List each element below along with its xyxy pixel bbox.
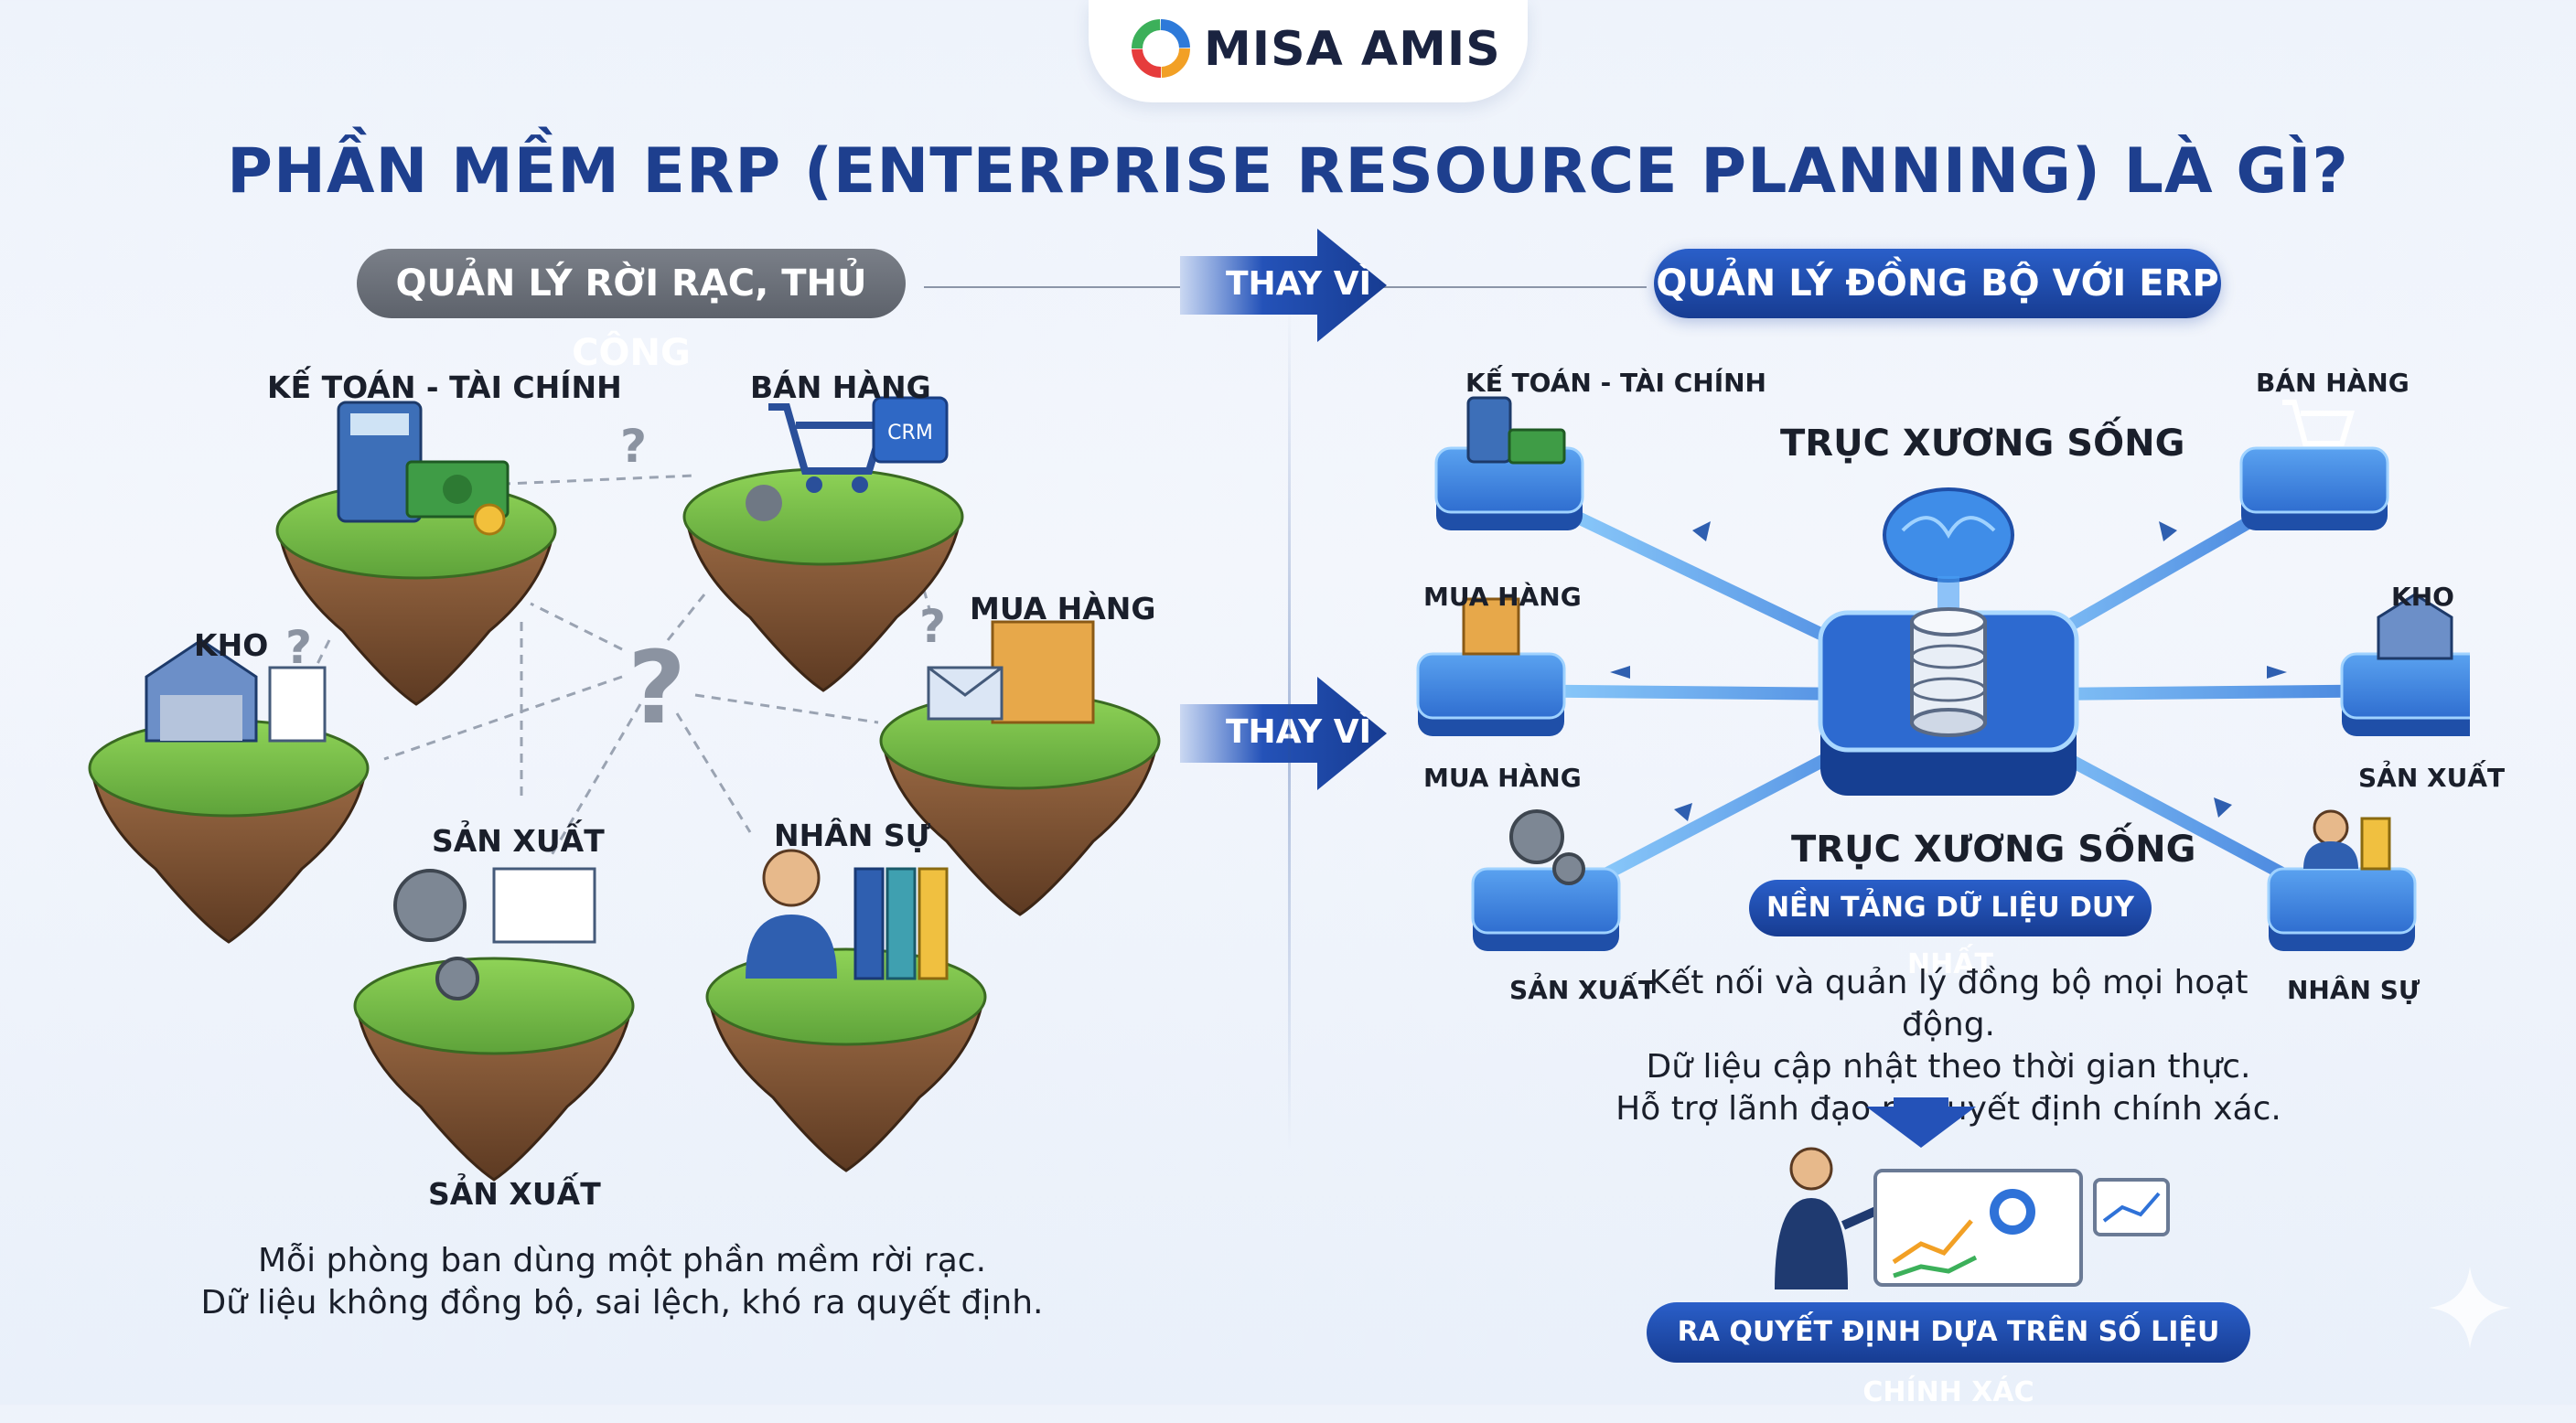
node-hr [2267,809,2417,953]
chart-card-icon [2093,1178,2170,1236]
dashboard-icon [1873,1169,2083,1287]
instead-label-mid: THAY VÌ [1226,713,1371,751]
node-production [1471,809,1621,953]
island-purchasing [879,620,1161,916]
right-label-accounting: KẾ TOÁN - TÀI CHÍNH [1465,368,1766,398]
decision-illustration [1775,1097,2170,1289]
island-hr [705,849,987,1172]
island-sales: CRM [682,396,964,692]
box-icon [1462,597,1520,656]
person-icon [762,849,821,907]
node-sales [2239,400,2389,532]
left-caption: Mỗi phòng ban dùng một phần mềm rời rạc.… [165,1240,1079,1324]
backbone-title-bottom: TRỤC XƯƠNG SỐNG [1791,829,2196,871]
island-accounting [275,401,557,706]
right-label-sales: BÁN HÀNG [2256,368,2410,398]
person-icon [2313,809,2349,846]
disconnected-islands-diagram: ? ? ? ? CRM [88,396,1161,1182]
crm-box [872,396,949,464]
calculator-icon [1466,396,1512,464]
whiteboard-icon [492,867,596,944]
down-arrow-icon [1866,1097,1976,1148]
node-accounting [1434,396,1584,532]
presenter-icon [1775,1147,1887,1289]
right-label-purchasing-top: MUA HÀNG [1423,582,1582,612]
left-caption-line1: Mỗi phòng ban dùng một phần mềm rời rạc. [257,1242,987,1279]
gear-icon [746,485,782,521]
left-label-production-bottom: SẢN XUẤT [428,1176,601,1212]
cart-icon [768,403,888,475]
page-title: PHẦN MỀM ERP (ENTERPRISE RESOURCE PLANNI… [227,135,2349,208]
instead-arrow-top [1180,229,1387,342]
dashed-links [291,474,935,861]
gear-large-icon [393,869,467,942]
question-mark-b: ? [285,621,312,674]
gear-icon [1509,809,1564,864]
right-label-warehouse: KHO [2391,582,2454,612]
coin-icon [473,503,506,536]
left-label-warehouse: KHO [194,627,269,663]
section-divider [1288,302,1291,1152]
single-data-platform-pill: NỀN TẢNG DỮ LIỆU DUY NHẤT [1749,880,2152,980]
backbone-title-top: TRỤC XƯƠNG SỐNG [1780,423,2185,465]
header-connector [924,286,1647,288]
brand-name: MISA AMIS [1204,22,1501,77]
node-purchasing [1416,597,1566,738]
left-caption-line2: Dữ liệu không đồng bộ, sai lệch, khó ra … [200,1284,1044,1321]
left-label-purchasing: MUA HÀNG [970,591,1156,626]
right-label-production-left: SẢN XUẤT [1509,975,1657,1005]
left-label-accounting: KẾ TOÁN - TÀI CHÍNH [267,369,622,405]
box-icon [991,620,1095,724]
right-desc-line2: Dữ liệu cập nhật theo thời gian thực. [1646,1048,2251,1086]
island-production [353,867,635,1182]
folder-icon [2360,817,2391,871]
question-mark-a: ? [620,420,647,473]
right-label-purchasing-bottom: MUA HÀNG [1423,763,1582,793]
decision-pill: RA QUYẾT ĐỊNH DỰA TRÊN SỐ LIỆU CHÍNH XÁC [1647,1302,2250,1408]
flow-arrows [1610,521,2287,821]
center-question-mark: ? [628,629,686,746]
left-label-sales: BÁN HÀNG [750,369,931,405]
crm-label: CRM [887,422,933,444]
right-desc-line1: Kết nối và quản lý đồng bộ mọi hoạt động… [1648,964,2249,1043]
island-warehouse [88,638,370,944]
right-header-pill: QUẢN LÝ ĐỒNG BỘ VỚI ERP [1654,249,2221,318]
instead-label-top: THAY VÌ [1226,265,1371,303]
instead-arrow-mid [1180,677,1387,790]
database-icon [1910,607,1987,737]
node-warehouse [2340,593,2470,738]
left-label-production-top: SẢN XUẤT [432,823,605,859]
checklist-icon [268,666,327,743]
money-icon [1508,428,1566,465]
logo-tab [1089,0,1528,102]
right-label-hr: NHÂN SỰ [2287,975,2420,1005]
sparkle-icon [2429,1267,2511,1349]
left-header-pill: QUẢN LÝ RỜI RẠC, THỦ CÔNG [357,249,906,374]
misa-logo-icon [1132,19,1190,78]
erp-hub-diagram [1416,396,2470,953]
binder-icon [853,867,885,980]
right-label-production-right: SẢN XUẤT [2358,763,2506,793]
cart-icon [2282,400,2356,446]
question-mark-c: ? [919,600,946,653]
warehouse-icon [2377,593,2453,660]
left-label-hr: NHÂN SỰ [774,818,931,853]
